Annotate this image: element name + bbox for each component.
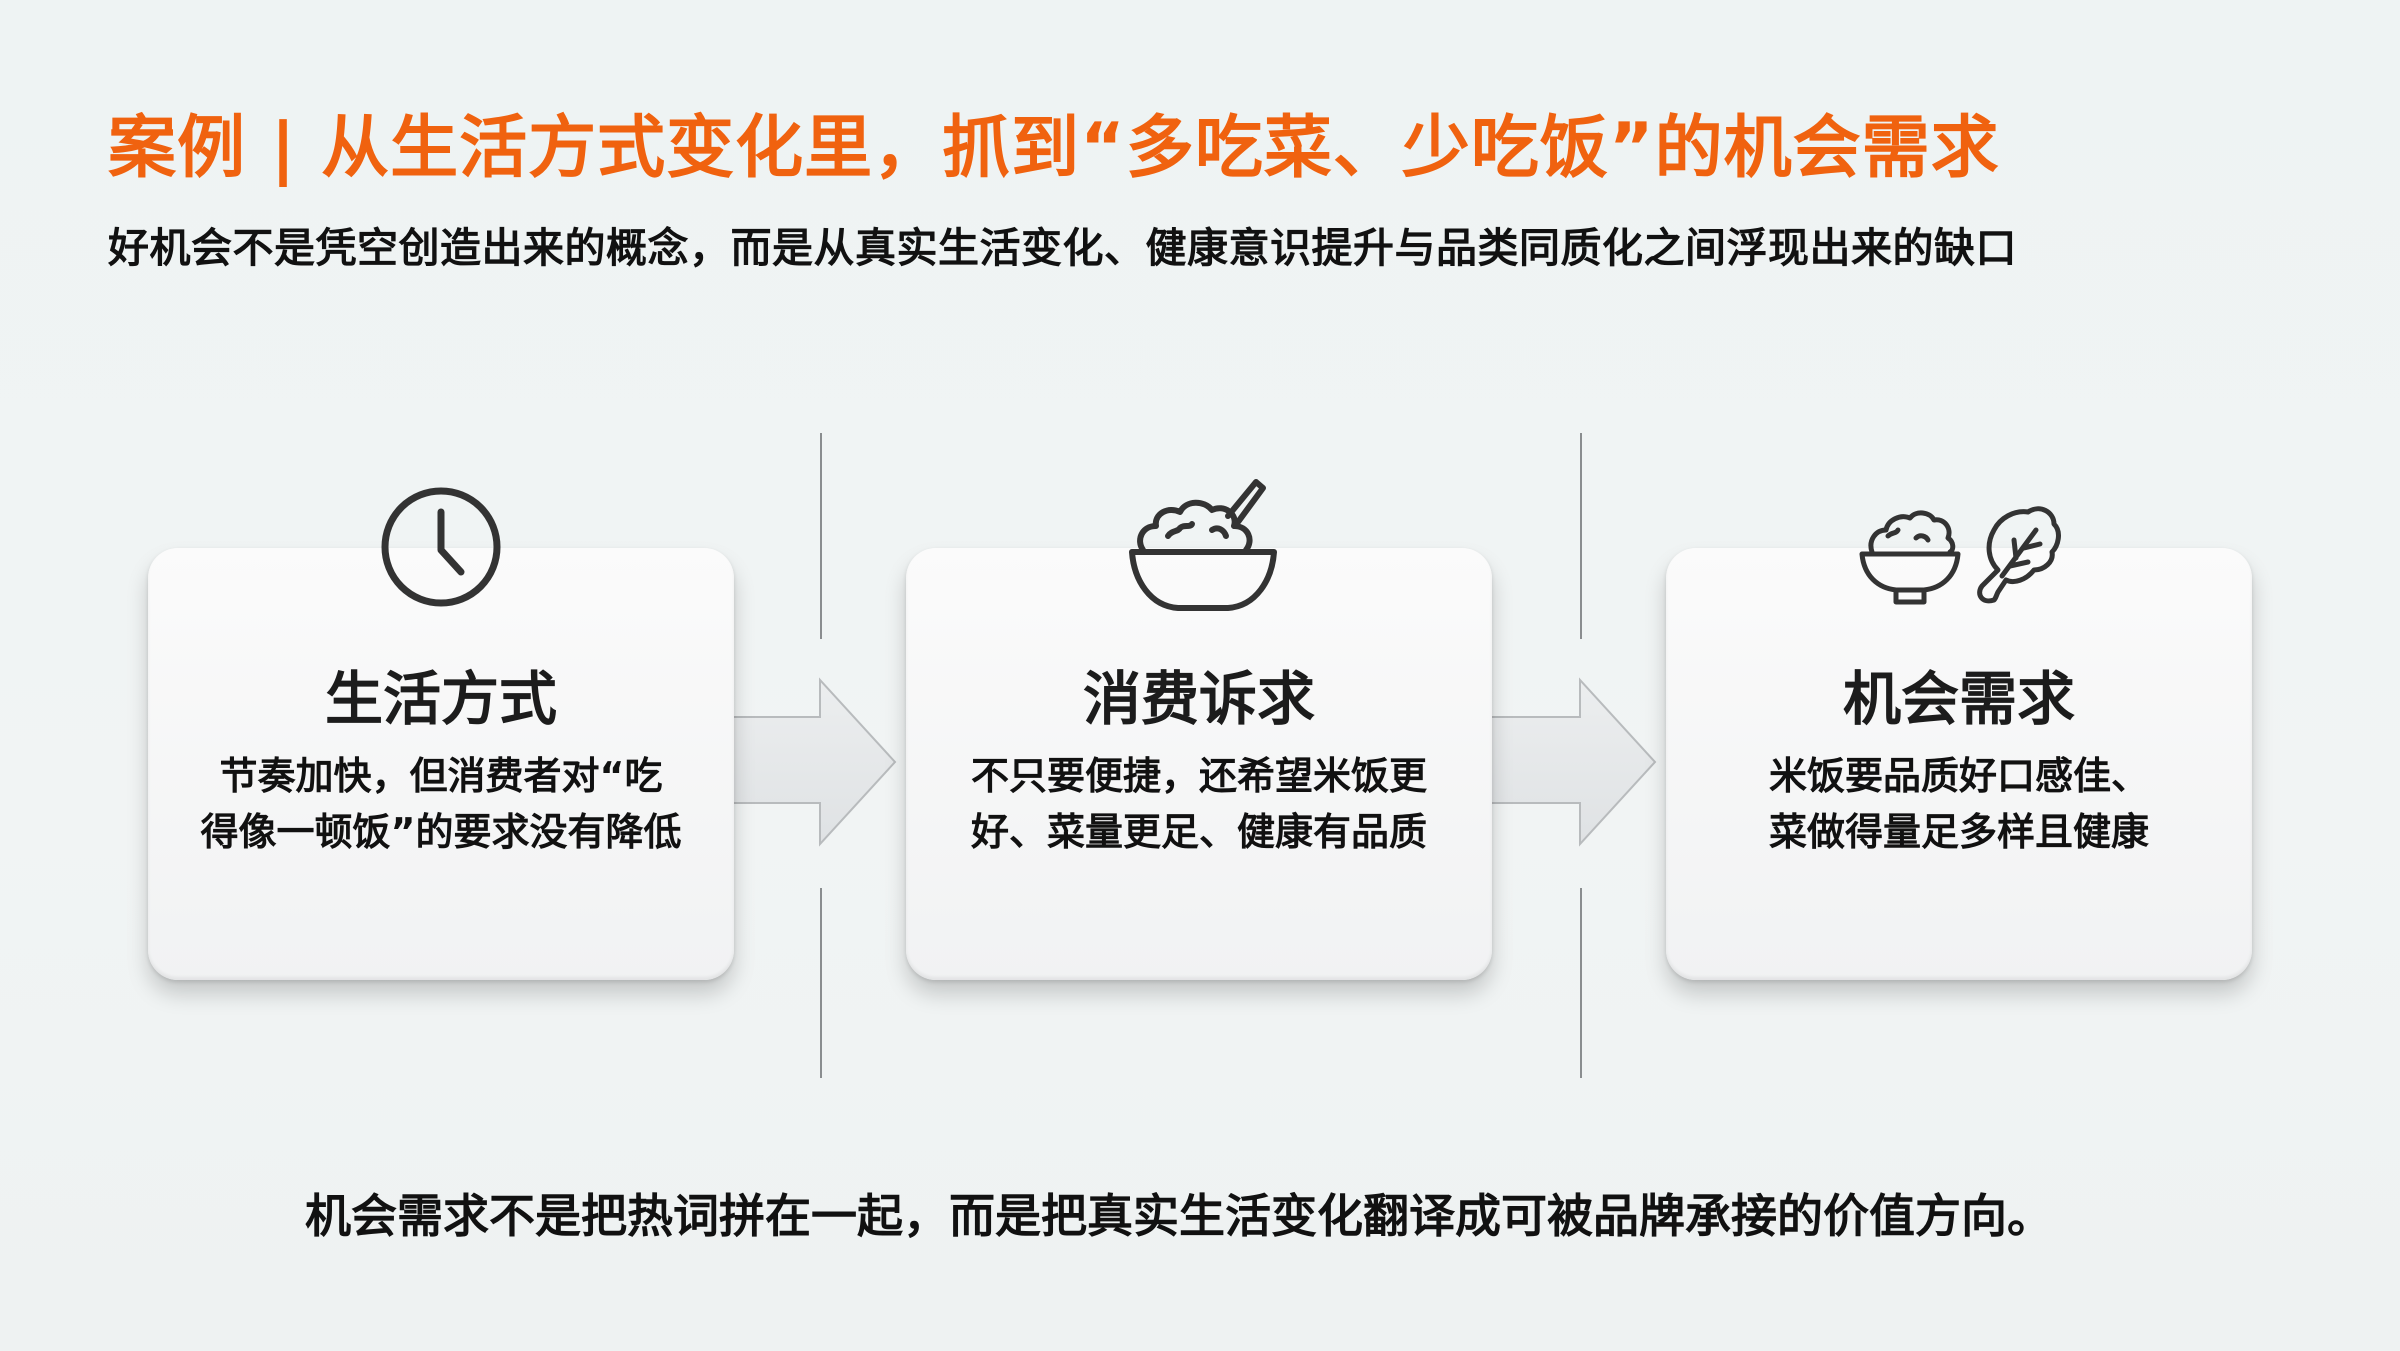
card-body-line: 不只要便捷，还希望米饭更 <box>970 754 1427 798</box>
rice-bowl-with-spoon-icon <box>1129 479 1277 611</box>
arrow-right-icon <box>730 677 897 847</box>
card-body-line: 好、菜量更足、健康有品质 <box>970 810 1427 854</box>
divider-2-bottom <box>1580 888 1582 1078</box>
card-lifestyle: 生活方式 节奏加快，但消费者对“吃 得像一顿饭”的要求没有降低 <box>148 548 734 980</box>
clock-icon <box>381 487 501 607</box>
card-body: 不只要便捷，还希望米饭更 好、菜量更足、健康有品质 <box>936 748 1462 860</box>
page-title: 案例 | 从生活方式变化里，抓到“多吃菜、少吃饭”的机会需求 <box>108 109 2000 188</box>
divider-2-top <box>1580 433 1582 639</box>
divider-1-bottom <box>820 888 822 1078</box>
page-subtitle: 好机会不是凭空创造出来的概念，而是从真实生活变化、健康意识提升与品类同质化之间浮… <box>108 224 2017 272</box>
card-title: 消费诉求 <box>1082 665 1315 733</box>
footer-conclusion: 机会需求不是把热词拼在一起，而是把真实生活变化翻译成可被品牌承接的价值方向。 <box>305 1189 2053 1243</box>
card-title: 机会需求 <box>1842 665 2075 733</box>
arrow-right-icon <box>1490 677 1657 847</box>
card-body-line: 得像一顿饭”的要求没有降低 <box>200 810 682 854</box>
card-consumer-demand: 消费诉求 不只要便捷，还希望米饭更 好、菜量更足、健康有品质 <box>906 548 1492 980</box>
divider-1-top <box>820 433 822 639</box>
card-body-line: 菜做得量足多样且健康 <box>1768 810 2149 854</box>
card-opportunity-demand: 机会需求 米饭要品质好口感佳、 菜做得量足多样且健康 <box>1666 548 2252 980</box>
card-body: 米饭要品质好口感佳、 菜做得量足多样且健康 <box>1696 748 2222 860</box>
card-body: 节奏加快，但消费者对“吃 得像一顿饭”的要求没有降低 <box>178 748 704 860</box>
rice-bowl-and-vegetable-icon <box>1859 506 2061 605</box>
card-title: 生活方式 <box>324 665 557 733</box>
card-body-line: 节奏加快，但消费者对“吃 <box>219 754 663 798</box>
card-body-line: 米饭要品质好口感佳、 <box>1768 754 2149 798</box>
